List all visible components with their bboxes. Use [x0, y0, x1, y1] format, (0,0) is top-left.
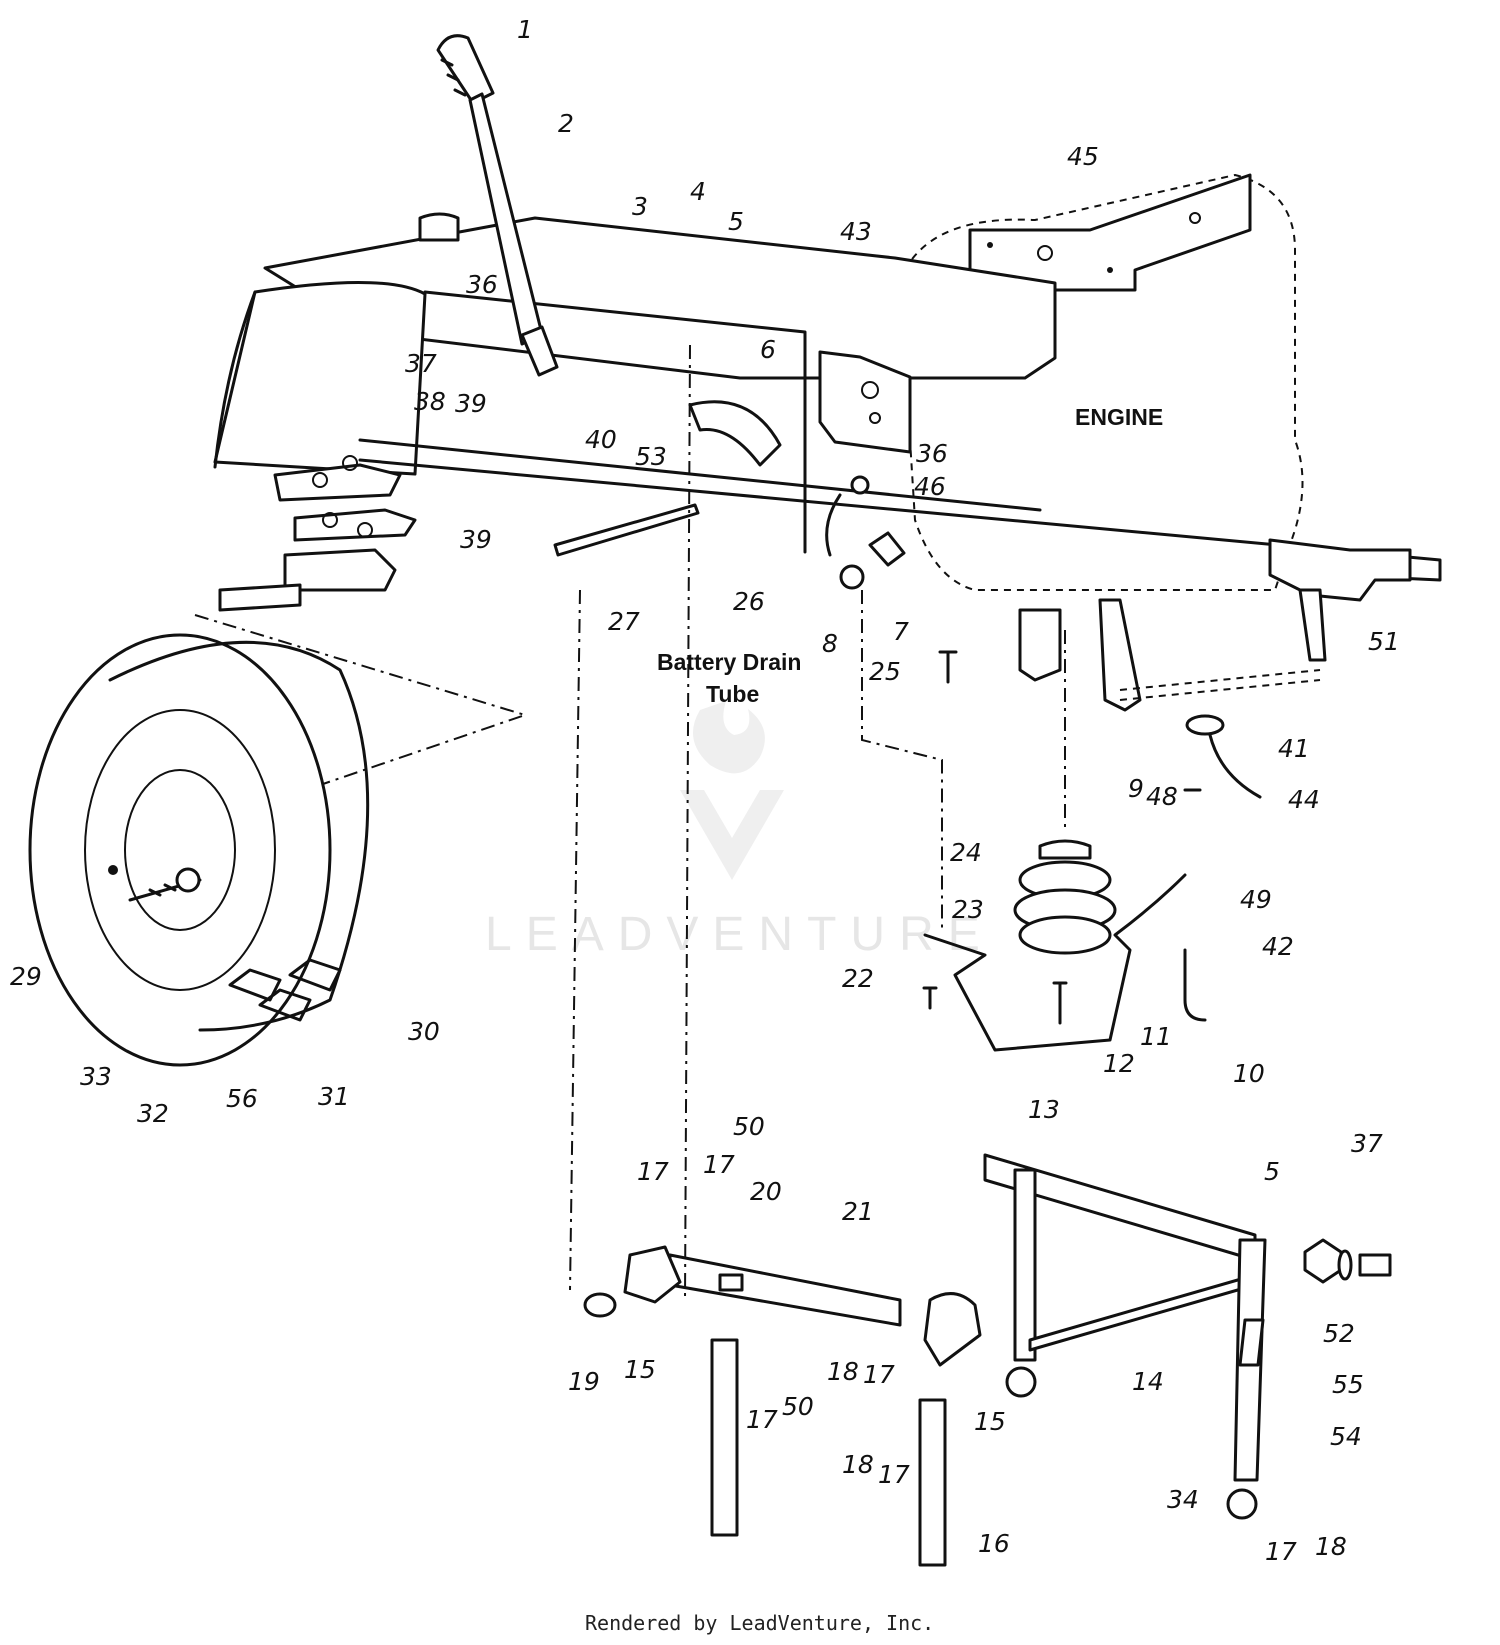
- part-label-55: 55: [1332, 1370, 1364, 1399]
- watermark-text: LEADVENTURE: [485, 908, 994, 961]
- part-label-30: 30: [408, 1017, 440, 1046]
- part-label-43: 43: [840, 217, 872, 246]
- part-label-14: 14: [1132, 1367, 1164, 1396]
- part-label-36b: 36: [916, 439, 948, 468]
- part-label-42: 42: [1262, 932, 1294, 961]
- part-label-22: 22: [842, 964, 874, 993]
- part-label-21: 21: [842, 1197, 874, 1226]
- watermark: LEADVENTURE: [485, 701, 994, 961]
- part-label-17c: 17: [863, 1360, 895, 1389]
- part-label-27: 27: [608, 607, 640, 636]
- part-label-17f: 17: [1265, 1537, 1297, 1566]
- part-label-17d: 17: [746, 1405, 778, 1434]
- battery-drain-parts: [825, 475, 906, 590]
- part-label-32: 32: [137, 1099, 169, 1128]
- part-label-52: 52: [1323, 1319, 1355, 1348]
- part-label-4: 4: [690, 177, 706, 206]
- frame-body: [213, 212, 1442, 712]
- part-label-2: 2: [558, 109, 574, 138]
- credit-text: Rendered by LeadVenture, Inc.: [585, 1611, 934, 1635]
- dipstick-44: [1183, 714, 1262, 799]
- part-label-51: 51: [1368, 627, 1400, 656]
- part-label-1: 1: [517, 15, 533, 44]
- rod-27: [553, 503, 700, 557]
- part-label-5b: 5: [1264, 1157, 1280, 1186]
- part-label-44: 44: [1288, 785, 1320, 814]
- part-label-38: 38: [414, 387, 446, 416]
- part-label-16: 16: [978, 1529, 1010, 1558]
- part-label-36a: 36: [466, 270, 498, 299]
- part-label-31: 31: [318, 1082, 350, 1111]
- part-label-39b: 39: [460, 525, 492, 554]
- part-label-33: 33: [80, 1062, 112, 1091]
- battery-drain-label-2: Tube: [706, 681, 759, 707]
- part-label-17a: 17: [637, 1157, 669, 1186]
- part-label-24: 24: [950, 838, 982, 867]
- part-label-17e: 17: [878, 1460, 910, 1489]
- screw-25: [938, 650, 958, 684]
- part-label-53: 53: [635, 442, 667, 471]
- part-label-39a: 39: [455, 389, 487, 418]
- bracket-43: [818, 350, 912, 454]
- rear-wheel: [28, 633, 370, 1067]
- part-label-5a: 5: [728, 207, 744, 236]
- part-label-3: 3: [632, 192, 648, 221]
- pulley-assembly: [861, 590, 1207, 1052]
- part-label-34: 34: [1167, 1485, 1199, 1514]
- part-label-6: 6: [760, 335, 776, 364]
- part-label-17b: 17: [703, 1150, 735, 1179]
- part-label-41: 41: [1278, 734, 1310, 763]
- part-label-7: 7: [893, 617, 909, 646]
- part-label-40: 40: [585, 425, 617, 454]
- part-label-56: 56: [226, 1084, 258, 1113]
- part-label-37a: 37: [405, 349, 437, 378]
- bracket-45: [968, 173, 1252, 292]
- part-label-50b: 50: [782, 1392, 814, 1421]
- part-label-48: 48: [1146, 782, 1178, 811]
- part-label-25: 25: [869, 657, 901, 686]
- part-label-23: 23: [952, 895, 984, 924]
- part-label-45: 45: [1067, 142, 1099, 171]
- part-label-8: 8: [822, 629, 838, 658]
- part-label-10: 10: [1233, 1059, 1265, 1088]
- part-label-12: 12: [1103, 1049, 1135, 1078]
- part-label-54: 54: [1330, 1422, 1362, 1451]
- lower-linkage: [569, 344, 982, 1567]
- battery-drain-label-1: Battery Drain: [657, 649, 801, 675]
- part-label-46: 46: [914, 472, 946, 501]
- part-label-15b: 15: [974, 1407, 1006, 1436]
- shift-lever: [436, 34, 559, 377]
- part-label-18a: 18: [827, 1357, 859, 1386]
- part-label-37b: 37: [1351, 1129, 1383, 1158]
- quadrant-6: [688, 400, 782, 467]
- part-label-49: 49: [1240, 885, 1272, 914]
- part-label-15a: 15: [624, 1355, 656, 1384]
- right-linkage: [983, 1153, 1392, 1520]
- part-label-18b: 18: [842, 1450, 874, 1479]
- part-label-50a: 50: [733, 1112, 765, 1141]
- part-label-9: 9: [1128, 774, 1144, 803]
- engine-label: ENGINE: [1075, 404, 1163, 430]
- part-label-13: 13: [1028, 1095, 1060, 1124]
- part-label-19: 19: [568, 1367, 600, 1396]
- part-label-18c: 18: [1315, 1532, 1347, 1561]
- part-label-11: 11: [1140, 1022, 1172, 1051]
- part-label-26: 26: [733, 587, 765, 616]
- part-label-20: 20: [750, 1177, 782, 1206]
- front-axle: [194, 455, 529, 786]
- part-label-29: 29: [10, 962, 42, 991]
